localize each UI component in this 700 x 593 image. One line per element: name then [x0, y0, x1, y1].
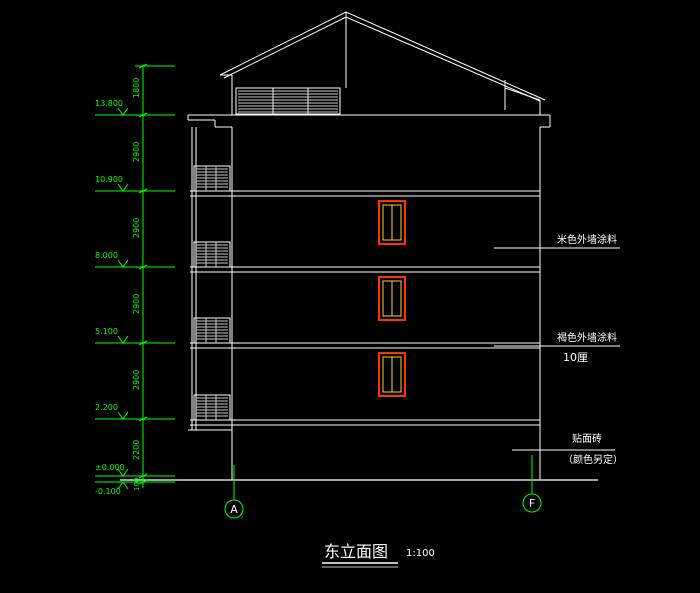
window-floor-3 — [378, 276, 406, 321]
annotation-beige-paint: 米色外墙涂料 — [557, 233, 617, 246]
dimension-value: 100 — [133, 478, 141, 491]
axis-label-a: A — [230, 503, 238, 516]
dimension-value: 2900 — [132, 218, 141, 238]
axis-grid — [224, 455, 542, 519]
dimension-value: 2900 — [132, 294, 141, 314]
dimension-value: 2900 — [132, 142, 141, 162]
material-annotations: 米色外墙涂料 褐色外墙涂料 10厘 贴面砖 （颜色另定） — [557, 233, 623, 466]
elevation-labels: 13.800 10.900 8.000 5.100 2.200 ±0.000 -… — [95, 99, 125, 496]
annotation-color-tbd: （颜色另定） — [563, 453, 623, 466]
attic-louver-slats — [238, 90, 338, 113]
elevation-label: ±0.000 — [95, 463, 125, 472]
dimension-value: 2200 — [132, 440, 141, 460]
balcony-louvers — [196, 166, 228, 420]
elevation-label: 2.200 — [95, 403, 118, 412]
drawing-title-block: 东立面图 1:100 — [322, 542, 435, 568]
window-floor-4 — [378, 200, 406, 245]
window-floor-2 — [378, 352, 406, 397]
elevation-label: -0.100 — [95, 487, 121, 496]
leader-lines — [494, 247, 620, 451]
axis-bubble-f — [522, 493, 542, 513]
drawing-title: 东立面图 — [324, 542, 388, 561]
dimension-value: 1800 — [132, 78, 141, 98]
windows — [378, 200, 406, 397]
annotation-tile: 贴面砖 — [572, 432, 602, 445]
dimension-values: 1800 2900 2900 2900 2900 2200 100 — [132, 78, 141, 491]
annotation-10mm: 10厘 — [563, 351, 588, 364]
dimension-lines — [95, 63, 175, 490]
elevation-label: 10.900 — [95, 175, 123, 184]
elevation-label: 8.000 — [95, 251, 118, 260]
building-outline — [120, 11, 598, 481]
axis-label-f: F — [529, 497, 535, 510]
attic-louver-vent — [235, 87, 341, 115]
elevation-label: 13.800 — [95, 99, 123, 108]
drawing-scale: 1:100 — [406, 548, 435, 559]
elevation-label: 5.100 — [95, 327, 118, 336]
dimension-value: 2900 — [132, 370, 141, 390]
annotation-brown-paint: 褐色外墙涂料 — [557, 331, 617, 344]
axis-bubble-a — [224, 499, 244, 519]
